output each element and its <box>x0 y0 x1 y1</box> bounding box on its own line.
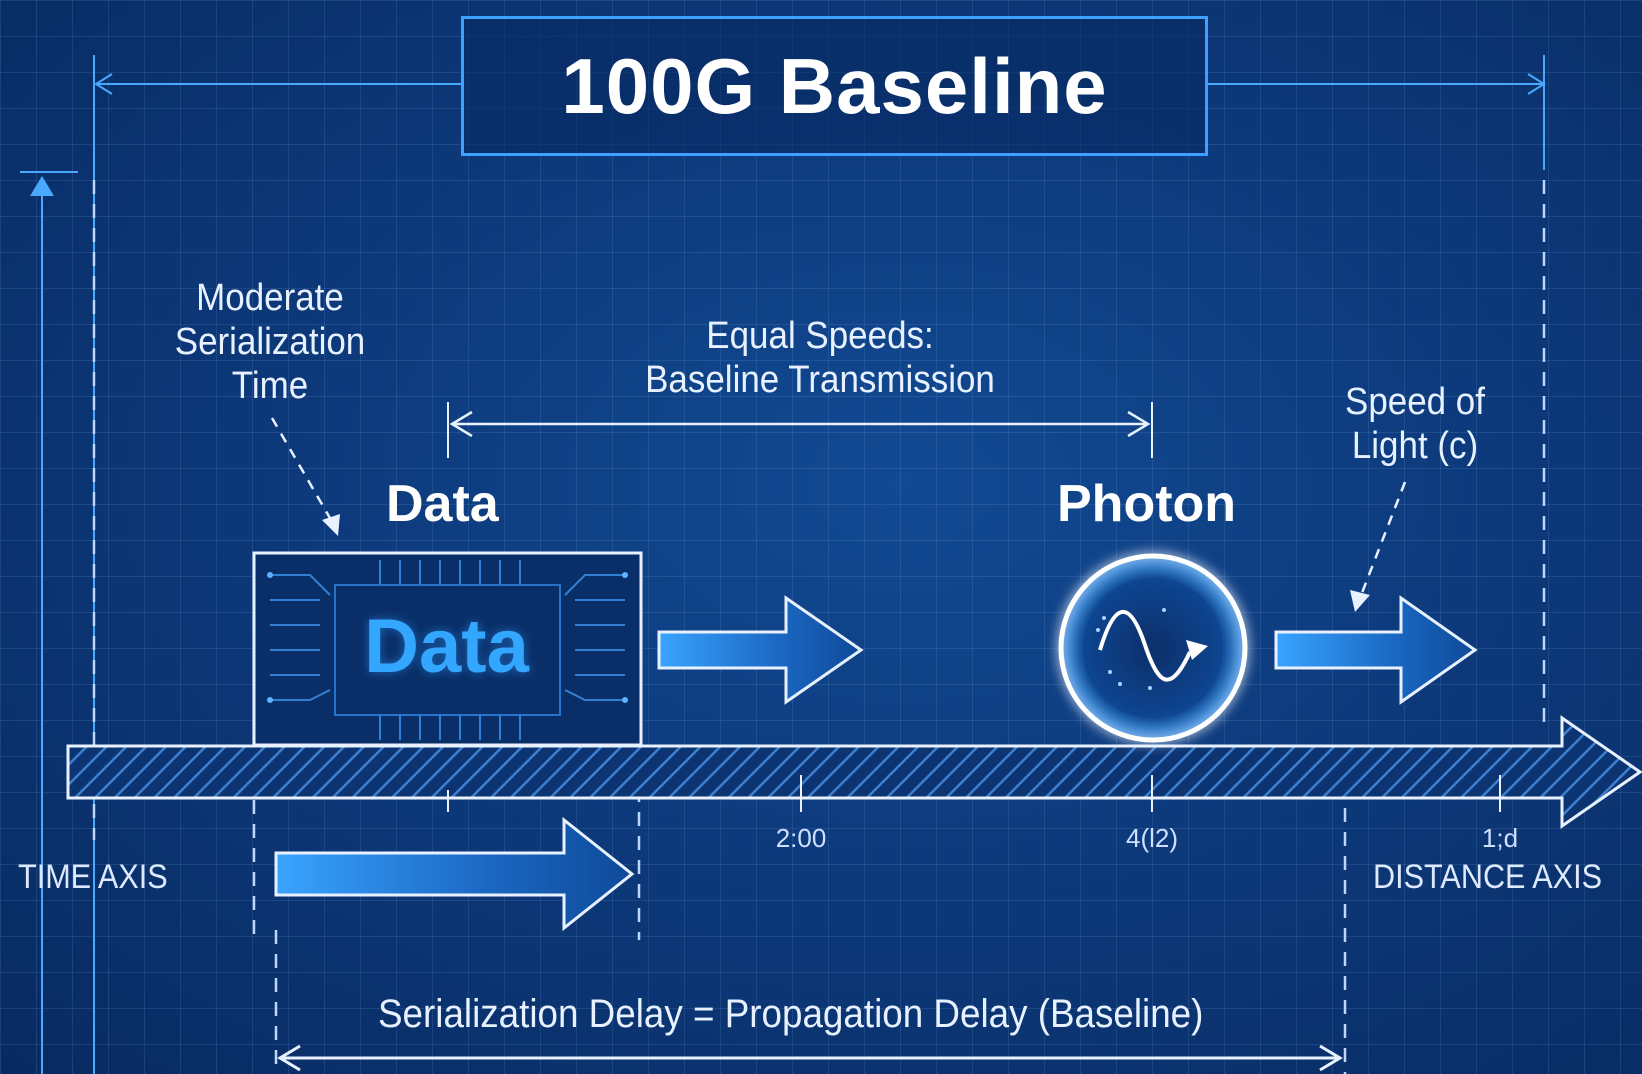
pointer-arrow-light <box>1350 481 1407 612</box>
tick-label: 4(l2) <box>1125 823 1179 853</box>
tick-label: 1;d <box>1481 823 1519 853</box>
right-arrow-icon <box>274 816 635 932</box>
page-title: 100G Baseline <box>561 41 1108 130</box>
distance-axis-label: DISTANCE AXIS <box>1373 858 1602 896</box>
right-arrow-icon <box>657 595 864 705</box>
note-line: Speed of <box>1345 381 1485 423</box>
note-line: Time <box>231 365 309 407</box>
pointer-arrow-serialization <box>270 417 340 536</box>
distance-axis-arrow <box>66 715 1642 829</box>
note-speed-of-light: Speed of Light (c) <box>1328 380 1503 468</box>
note-moderate-serialization: Moderate Serialization Time <box>160 276 381 408</box>
photon-wave-icon <box>1096 608 1208 690</box>
data-chip-label-wrap: Data <box>253 553 640 740</box>
data-heading: Data <box>386 475 499 533</box>
equal-speeds-span <box>447 402 1153 458</box>
note-equal-speeds: Equal Speeds: Baseline Transmission <box>618 314 1023 402</box>
right-arrow-icon <box>1274 595 1478 705</box>
footer-span-arrow <box>277 1044 1343 1072</box>
note-line: Serialization <box>174 321 366 363</box>
footer-equation: Serialization Delay = Propagation Delay … <box>378 992 1204 1036</box>
note-line: Baseline Transmission <box>645 359 995 401</box>
axis-ticks <box>447 775 1501 812</box>
photon-heading: Photon <box>1057 475 1237 533</box>
title-box: 100G Baseline <box>461 16 1208 156</box>
note-line: Moderate <box>196 277 344 319</box>
time-axis-label: TIME AXIS <box>18 858 168 896</box>
data-chip-label: Data <box>364 604 529 689</box>
photon-circle <box>1058 553 1248 743</box>
tick-label: 2:00 <box>775 823 827 853</box>
note-line: Equal Speeds: <box>706 315 934 357</box>
time-axis-arrow <box>20 171 78 1074</box>
note-line: Light (c) <box>1351 425 1479 467</box>
circuit-chip-icon <box>270 560 625 740</box>
data-chip-box <box>252 551 643 747</box>
